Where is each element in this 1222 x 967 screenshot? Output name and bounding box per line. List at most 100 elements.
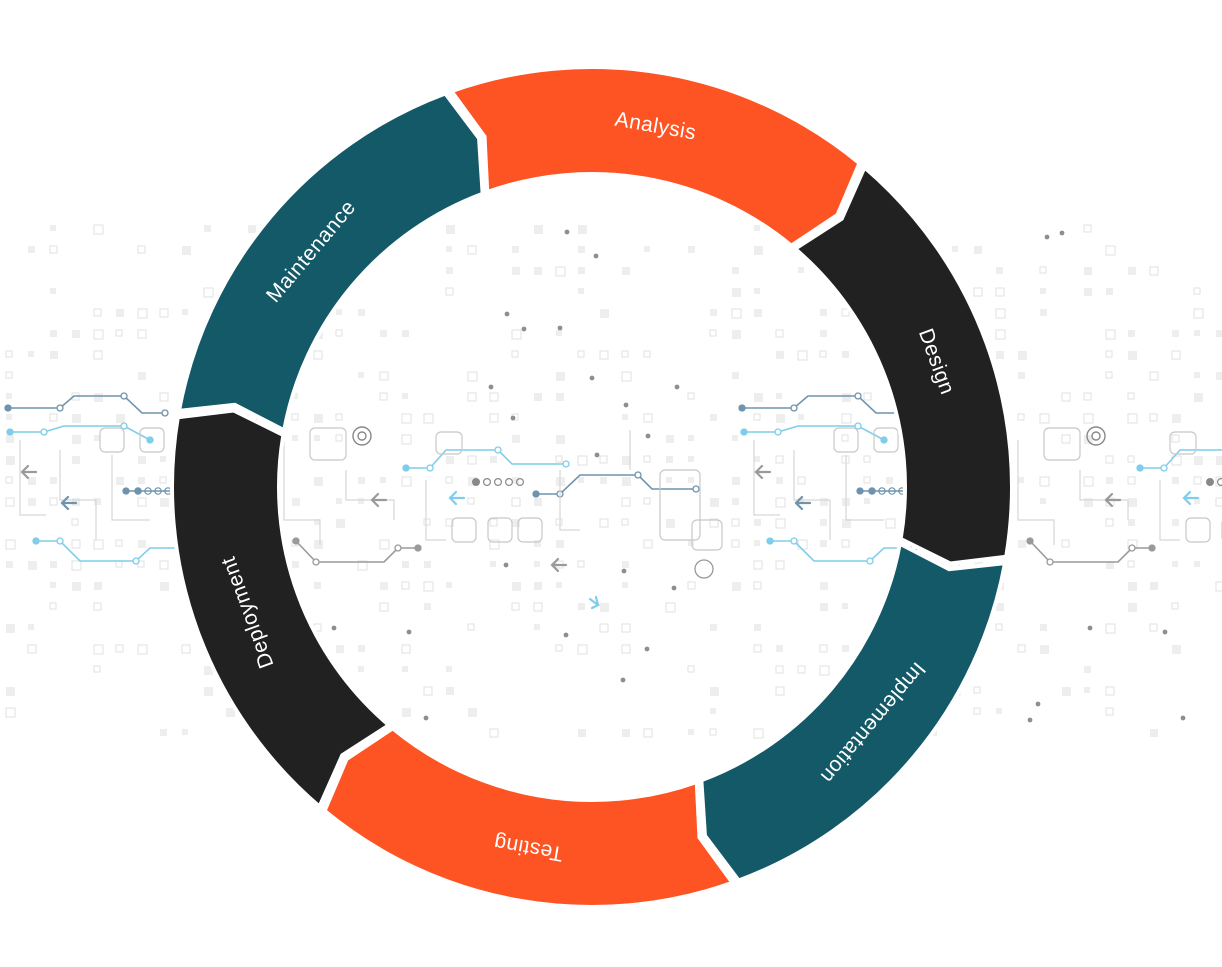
pattern-square bbox=[732, 288, 741, 297]
pattern-square bbox=[643, 539, 653, 549]
pattern-square bbox=[1084, 687, 1090, 693]
target-icon-inner bbox=[357, 431, 367, 441]
pattern-square bbox=[776, 645, 783, 652]
scatter-dot bbox=[521, 326, 527, 332]
pattern-square bbox=[511, 329, 522, 340]
circuit-node bbox=[740, 428, 748, 436]
pattern-square bbox=[577, 455, 588, 466]
pattern-square bbox=[314, 582, 321, 589]
pattern-square bbox=[841, 434, 849, 442]
pattern-square bbox=[798, 498, 804, 504]
circuit-chip bbox=[833, 427, 859, 453]
scatter-dot bbox=[671, 585, 677, 591]
pattern-square bbox=[1128, 330, 1135, 337]
pattern-square bbox=[28, 624, 34, 630]
pattern-square bbox=[182, 309, 188, 315]
pattern-square bbox=[974, 246, 982, 254]
circuit-node bbox=[161, 409, 169, 417]
circuit-node bbox=[494, 446, 502, 454]
circuit-node bbox=[766, 537, 774, 545]
pattern-square bbox=[5, 350, 13, 358]
pattern-square bbox=[5, 497, 15, 507]
pattern-square bbox=[775, 497, 786, 508]
circuit-chip bbox=[659, 469, 701, 541]
pattern-square bbox=[314, 435, 320, 441]
pattern-square bbox=[842, 351, 849, 358]
pattern-square bbox=[379, 392, 388, 401]
circuit-bead bbox=[154, 487, 162, 495]
pattern-square bbox=[1018, 540, 1026, 548]
pattern-square bbox=[314, 519, 320, 525]
pattern-square bbox=[446, 582, 452, 588]
pattern-square bbox=[423, 413, 434, 424]
pattern-square bbox=[1149, 266, 1159, 276]
pattern-square bbox=[577, 560, 585, 568]
pattern-square bbox=[291, 413, 299, 421]
pattern-square bbox=[841, 539, 850, 548]
pattern-square bbox=[94, 393, 103, 402]
pattern-square bbox=[599, 518, 609, 528]
circuit-path bbox=[753, 440, 780, 516]
pattern-square bbox=[776, 351, 784, 359]
pattern-square bbox=[292, 498, 300, 506]
pattern-square bbox=[820, 330, 827, 337]
pattern-square bbox=[995, 329, 1006, 340]
pattern-square bbox=[467, 392, 477, 402]
pattern-square bbox=[467, 497, 475, 505]
pattern-square bbox=[1039, 476, 1050, 487]
pattern-square bbox=[754, 288, 760, 294]
pattern-square bbox=[358, 645, 365, 652]
pattern-square bbox=[643, 455, 651, 463]
pattern-square bbox=[313, 350, 323, 360]
pattern-square bbox=[401, 434, 412, 445]
pattern-square bbox=[182, 729, 188, 735]
pattern-square bbox=[6, 624, 15, 633]
pattern-square bbox=[556, 540, 564, 548]
pattern-square bbox=[666, 477, 672, 483]
pattern-square bbox=[1215, 497, 1222, 507]
circuit-path bbox=[59, 450, 97, 540]
arrow-left-icon bbox=[1104, 492, 1122, 508]
pattern-square bbox=[555, 266, 566, 277]
pattern-square bbox=[116, 414, 125, 423]
pattern-square bbox=[159, 308, 169, 318]
pattern-square bbox=[489, 728, 499, 738]
circuit-node bbox=[312, 558, 320, 566]
segment-design bbox=[791, 164, 1014, 566]
circuit-node bbox=[402, 464, 410, 472]
pattern-square bbox=[995, 623, 1003, 631]
arrow-left-icon bbox=[370, 492, 388, 508]
pattern-square bbox=[1128, 498, 1137, 507]
arrow-left-icon bbox=[448, 490, 466, 506]
pattern-square bbox=[335, 413, 343, 421]
pattern-square bbox=[1105, 455, 1114, 464]
pattern-square bbox=[599, 623, 609, 633]
pattern-square bbox=[511, 350, 519, 358]
pattern-square bbox=[622, 267, 630, 275]
pattern-square bbox=[666, 456, 673, 463]
pattern-square bbox=[643, 350, 651, 358]
circuit-chip bbox=[451, 517, 477, 543]
pattern-square bbox=[732, 498, 739, 505]
pattern-square bbox=[292, 561, 299, 568]
pattern-square bbox=[599, 350, 609, 360]
pattern-square bbox=[1172, 477, 1179, 484]
pattern-square bbox=[28, 351, 34, 357]
pattern-square bbox=[1128, 351, 1137, 360]
pattern-square bbox=[28, 246, 35, 253]
pattern-square bbox=[49, 602, 57, 610]
pattern-square bbox=[1105, 707, 1114, 716]
pattern-square bbox=[710, 414, 717, 421]
circuit-bead bbox=[1217, 478, 1222, 486]
pattern-square bbox=[512, 267, 520, 275]
pattern-square bbox=[754, 246, 763, 255]
circuit-node bbox=[120, 422, 128, 430]
pattern-square bbox=[71, 518, 79, 526]
pattern-square bbox=[621, 371, 632, 382]
pattern-square bbox=[709, 518, 719, 528]
target-icon-inner bbox=[1091, 431, 1101, 441]
circuit-node bbox=[40, 428, 48, 436]
pattern-square bbox=[489, 392, 499, 402]
target-icon bbox=[694, 559, 714, 579]
pattern-square bbox=[842, 645, 849, 652]
